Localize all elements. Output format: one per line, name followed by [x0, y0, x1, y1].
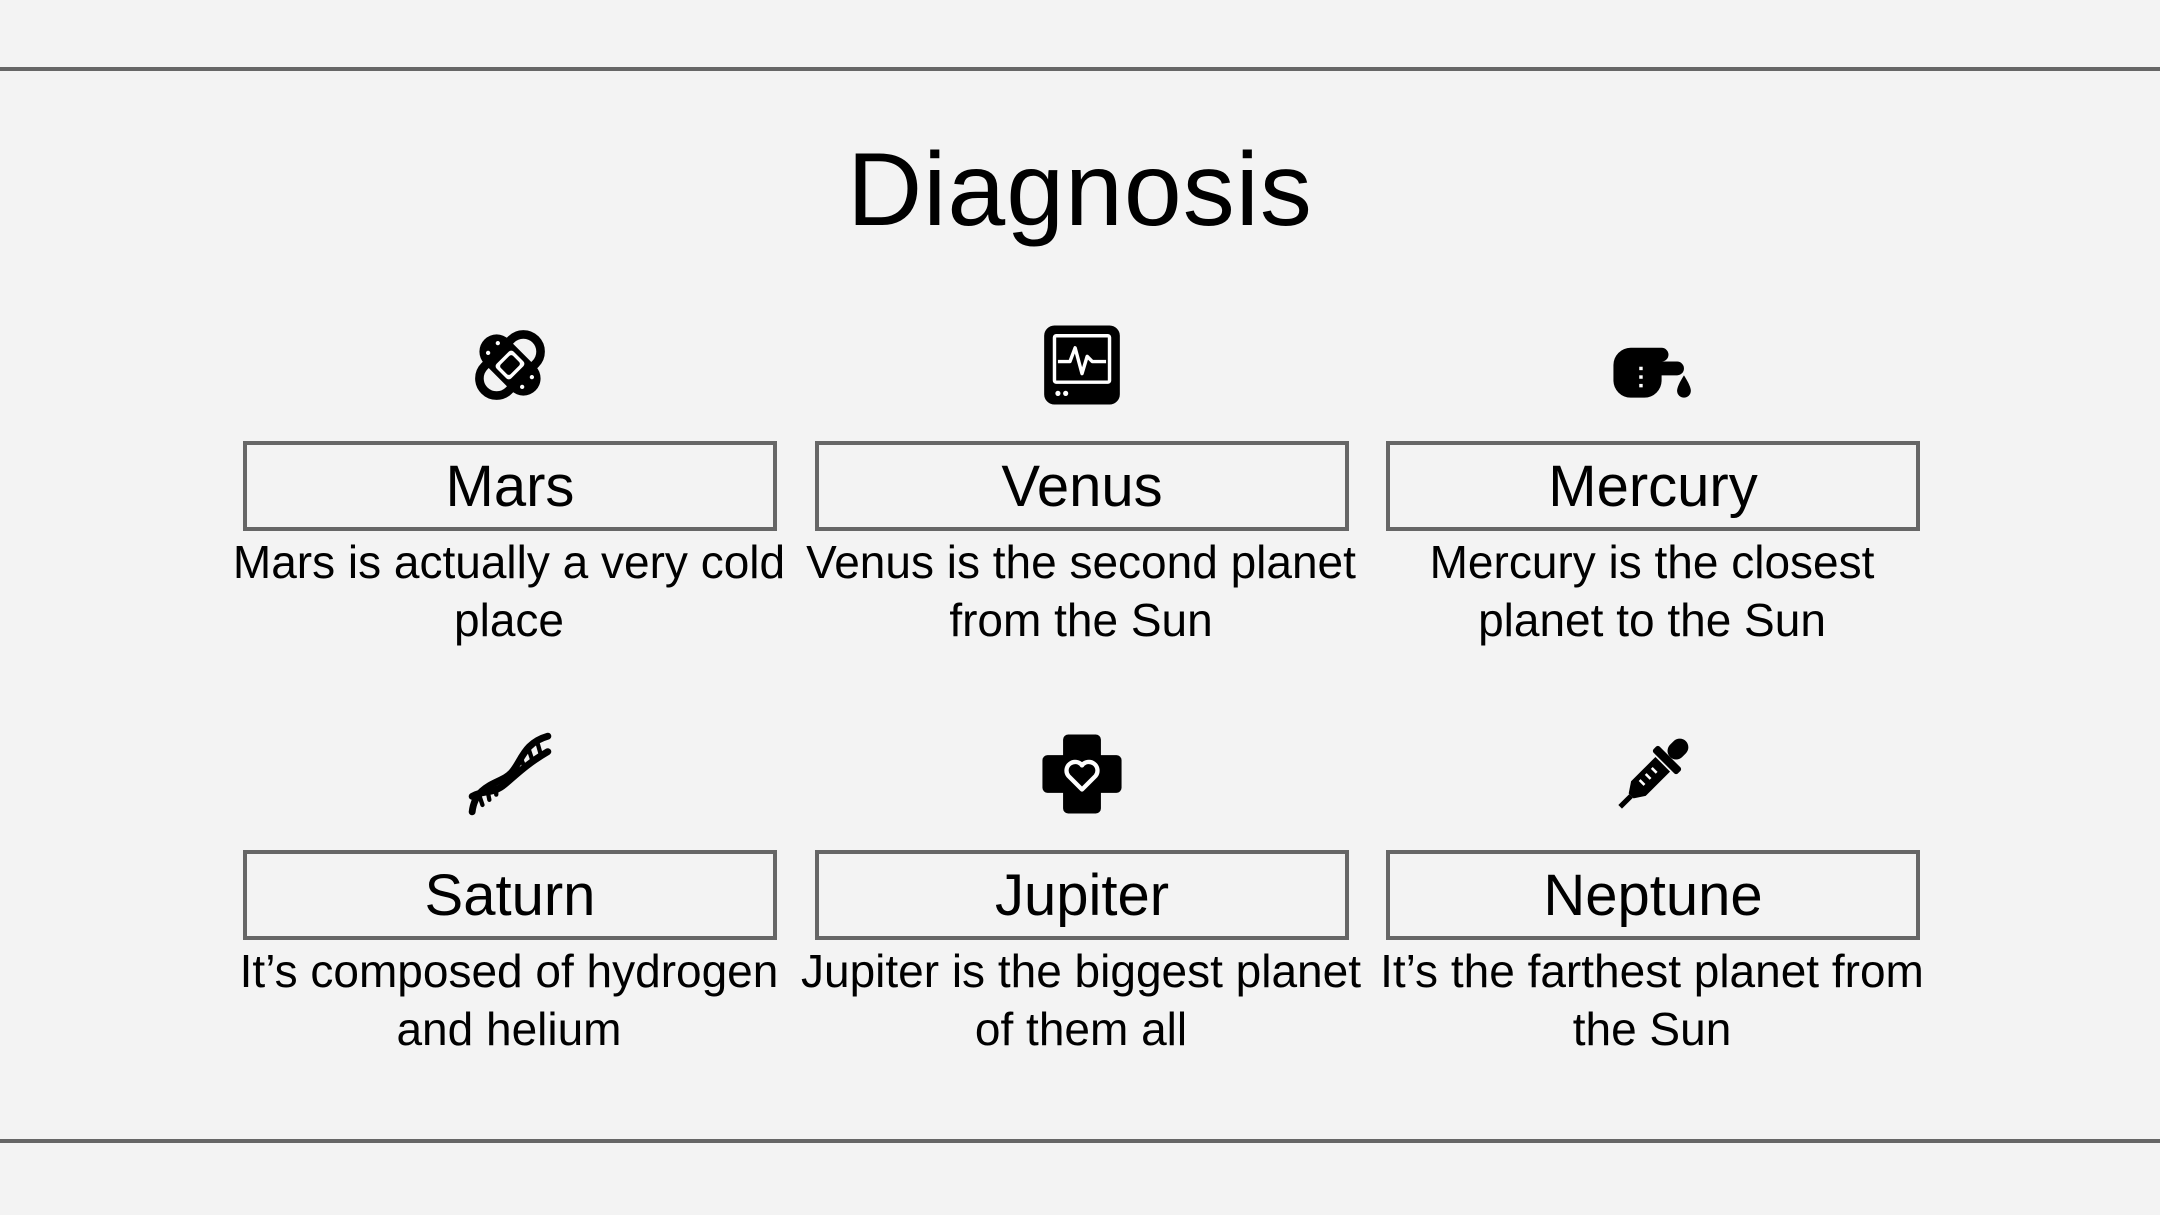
card-label: Mercury: [1386, 441, 1920, 531]
card-label: Mars: [243, 441, 777, 531]
dna-icon: [467, 731, 553, 817]
medical-cross-heart-icon: [1039, 731, 1125, 817]
card-description: It’s the farthest planet from the Sun: [1380, 945, 1924, 1055]
dropper-icon: [1610, 731, 1696, 817]
card-description: It’s composed of hydrogen and helium: [239, 945, 779, 1055]
page-title: Diagnosis: [847, 132, 1313, 248]
top-divider: [0, 67, 2160, 71]
card-label: Neptune: [1386, 850, 1920, 940]
bottom-divider: [0, 1139, 2160, 1143]
heart-monitor-icon: [1039, 322, 1125, 408]
card-description: Jupiter is the biggest planet of them al…: [800, 945, 1362, 1055]
card-label: Jupiter: [815, 850, 1349, 940]
card-description: Mars is actually a very cold place: [232, 536, 786, 646]
card-description: Venus is the second planet from the Sun: [806, 536, 1356, 646]
card-label: Saturn: [243, 850, 777, 940]
finger-blood-test-icon: [1610, 322, 1696, 408]
card-description: Mercury is the closest planet to the Sun: [1429, 536, 1875, 646]
card-label: Venus: [815, 441, 1349, 531]
bandage-icon: [467, 322, 553, 408]
